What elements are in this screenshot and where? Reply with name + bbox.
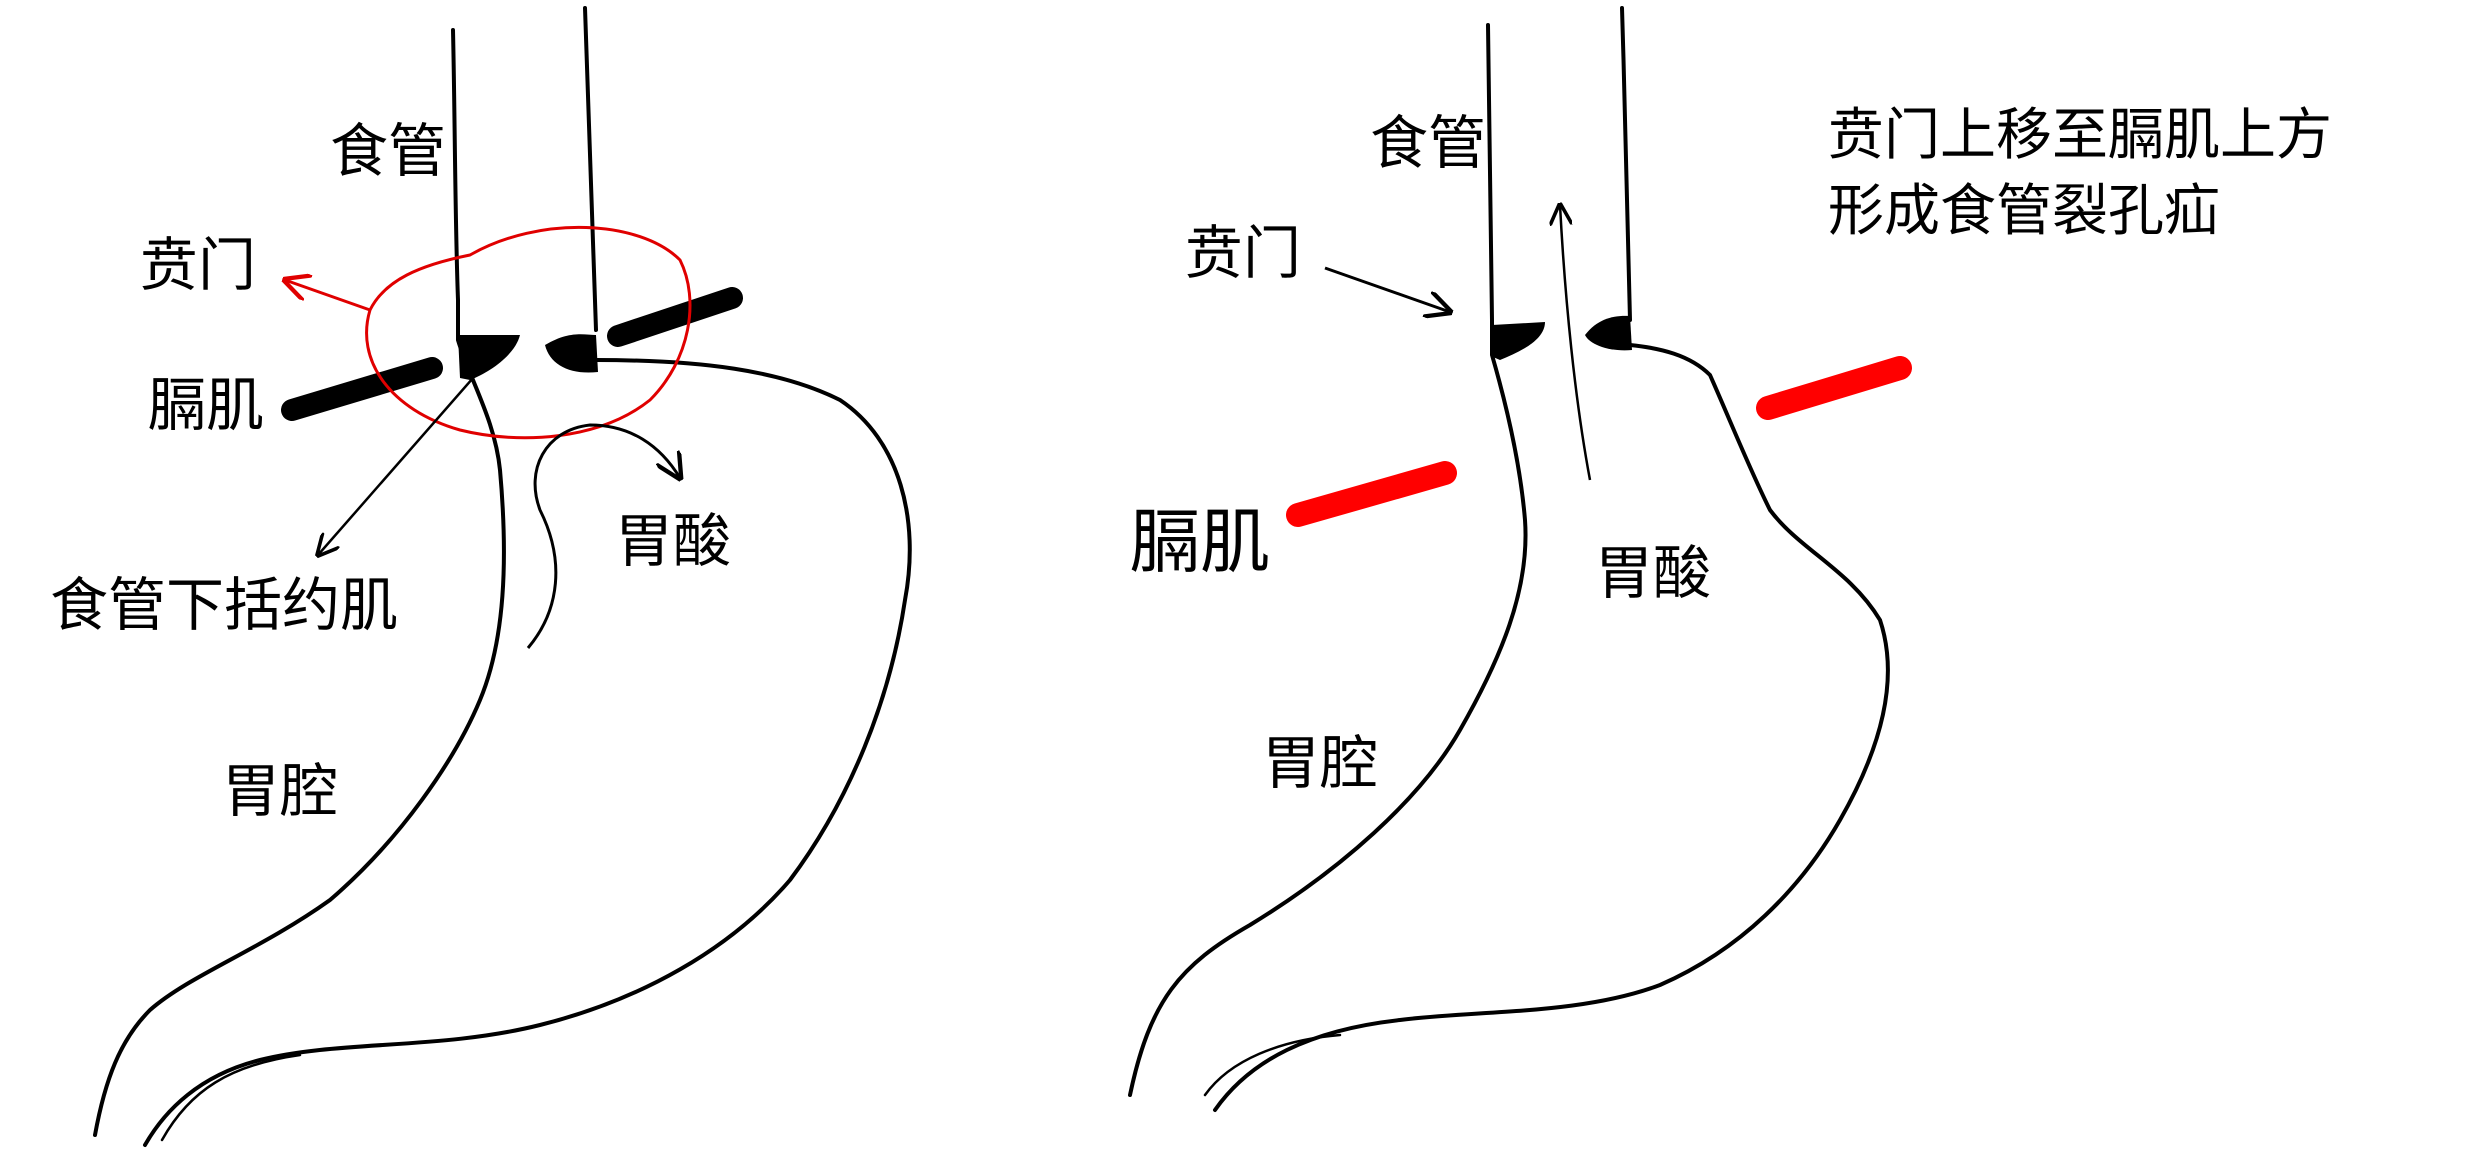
left-cardia-label: 贲门 [140,231,257,299]
right-cardia-label: 贲门 [1185,219,1302,287]
left-esophagus-right-wall [583,6,598,332]
right-stomach-acid-label: 胃酸 [1595,539,1712,607]
left-les-label: 食管下括约肌 [50,571,399,639]
left-acid-reflux-arrow [526,423,680,649]
right-pylorus-inner-line [1203,1033,1342,1097]
right-gastric-cavity-label: 胃腔 [1262,729,1379,797]
left-cardia-highlight-circle [365,226,692,440]
left-diagram [93,6,912,1147]
right-diagram [1128,6,1912,1112]
left-pylorus-inner-line [160,1053,302,1142]
right-diaphragm-left [1286,461,1457,527]
left-cardia-red-arrow [285,280,371,312]
left-les-right-blob [545,334,598,373]
left-stomach-greater-curvature [143,358,912,1147]
right-acid-reflux-arrow [1560,205,1592,481]
right-les-right-blob [1585,315,1632,351]
left-les-left-blob [458,335,520,380]
left-diaphragm-right [607,287,743,347]
right-stomach-greater-curvature [1213,343,1890,1112]
right-diaphragm-right [1756,356,1912,420]
right-diaphragm-label: 膈肌 [1130,501,1270,583]
left-stomach-acid-label: 胃酸 [615,507,732,575]
right-note-line2: 形成食管裂孔疝 [1828,178,2220,244]
left-esophagus-left-wall [93,28,506,1137]
right-note: 贲门上移至膈肌上方 形成食管裂孔疝 [1828,98,2332,249]
left-esophagus-label: 食管 [330,117,447,185]
right-note-line1: 贲门上移至膈肌上方 [1828,103,2332,168]
left-diaphragm-left [281,357,443,421]
right-esophagus-label: 食管 [1370,109,1487,177]
right-cardia-arrow [1324,266,1450,312]
right-les-left-blob [1492,322,1545,360]
left-les-arrow [318,369,481,555]
right-esophagus-left-wall [1128,23,1528,1097]
left-diaphragm-label: 膈肌 [148,371,265,439]
left-gastric-cavity-label: 胃腔 [222,757,339,825]
right-esophagus-right-wall [1620,6,1632,322]
